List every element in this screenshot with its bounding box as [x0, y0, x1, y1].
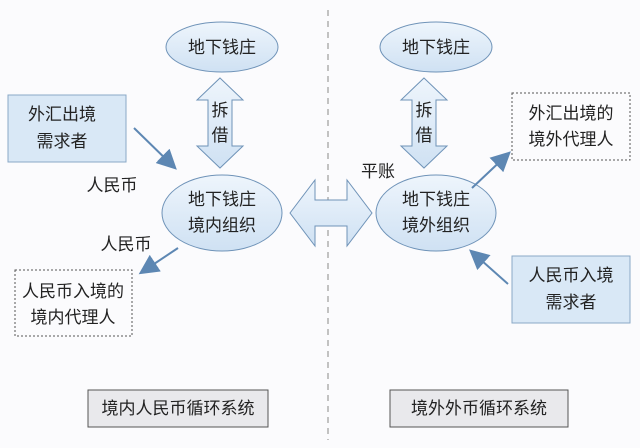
settle-label: 平账 [361, 162, 395, 182]
svg-text:需求者: 需求者 [546, 293, 597, 313]
overseas-top-node: 地下钱庄 [379, 21, 493, 73]
svg-text:地下钱庄: 地下钱庄 [402, 38, 470, 58]
svg-text:境内组织: 境内组织 [188, 216, 256, 236]
rmb-inbound-domestic-agent-box: 人民币入境的 境内代理人 [14, 269, 133, 337]
arrow-demander-to-overseas-org [469, 249, 509, 285]
svg-text:人民币入境的: 人民币入境的 [22, 282, 124, 302]
arrow-org-to-overseas-agent [471, 151, 511, 189]
rmb-in-label: 人民币 [87, 176, 138, 196]
svg-text:境内人民币循环系统: 境内人民币循环系统 [102, 399, 255, 419]
svg-text:外汇出境: 外汇出境 [28, 105, 96, 125]
overseas-borrow-arrow: 拆 借 [399, 77, 449, 169]
overseas-org-node: 地下钱庄 境外组织 [375, 174, 497, 252]
arrow-demander-to-org [133, 127, 177, 170]
svg-text:地下钱庄: 地下钱庄 [402, 190, 470, 210]
svg-text:人民币入境: 人民币入境 [529, 266, 614, 286]
svg-text:需求者: 需求者 [37, 132, 88, 152]
domestic-top-node: 地下钱庄 [165, 21, 279, 73]
domestic-borrow-arrow: 拆 借 [195, 77, 245, 169]
fx-outbound-overseas-agent-box: 外汇出境的 境外代理人 [511, 92, 631, 161]
svg-text:拆: 拆 [416, 101, 433, 121]
overseas-system-label: 境外外币循环系统 [389, 389, 569, 428]
svg-text:外汇出境的: 外汇出境的 [529, 104, 614, 124]
svg-text:地下钱庄: 地下钱庄 [188, 190, 256, 210]
svg-text:境内代理人: 境内代理人 [31, 308, 116, 328]
svg-text:境外代理人: 境外代理人 [529, 130, 614, 150]
fx-outbound-demander-box: 外汇出境 需求者 [7, 94, 127, 163]
settlement-double-arrow [289, 178, 373, 248]
svg-text:拆: 拆 [212, 101, 229, 121]
domestic-system-label: 境内人民币循环系统 [87, 389, 269, 428]
svg-text:境外组织: 境外组织 [402, 216, 470, 236]
svg-text:地下钱庄: 地下钱庄 [188, 38, 256, 58]
arrow-org-to-agent [138, 247, 179, 275]
svg-text:借: 借 [212, 126, 229, 146]
domestic-org-node: 地下钱庄 境内组织 [161, 174, 283, 252]
svg-text:借: 借 [416, 126, 433, 146]
rmb-out-label: 人民币 [101, 235, 152, 255]
rmb-inbound-demander-box: 人民币入境 需求者 [511, 255, 631, 324]
svg-text:境外外币循环系统: 境外外币循环系统 [411, 399, 547, 419]
